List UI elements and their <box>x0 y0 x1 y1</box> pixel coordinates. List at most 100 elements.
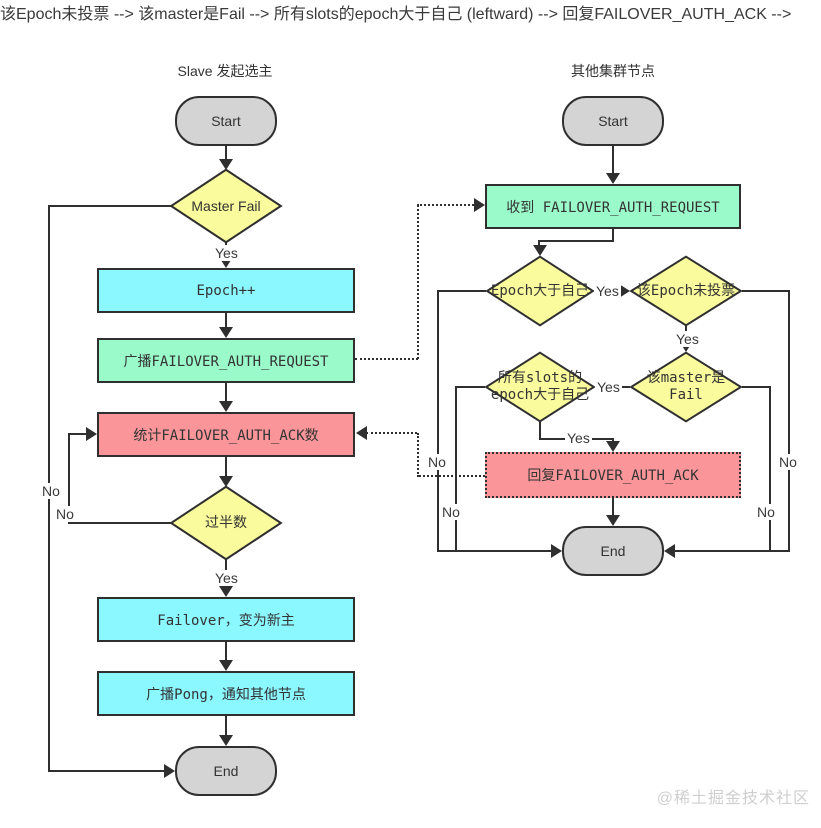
arrowhead-left-icon <box>664 544 675 558</box>
diamond-shape <box>486 256 594 326</box>
arrowhead-right-icon <box>86 427 97 441</box>
arrowhead-down-icon <box>219 660 233 671</box>
process-reply-ack: 回复FAILOVER_AUTH_ACK <box>485 452 741 498</box>
decision-majority-label: 过半数 <box>205 514 247 531</box>
diamond-shape <box>630 352 742 422</box>
watermark: @稀土掘金技术社区 <box>656 790 810 807</box>
decision-slots-epoch-label: 所有slots的 epoch大于自己 <box>485 352 595 422</box>
arrowhead-down-icon <box>219 476 233 487</box>
line-segment <box>225 642 227 662</box>
yes-label: Yes <box>565 430 592 446</box>
yes-label: Yes <box>674 331 701 347</box>
line-segment <box>538 240 614 242</box>
left-end-node: End <box>175 746 277 796</box>
line-segment <box>769 386 771 552</box>
diamond-shape <box>170 486 282 560</box>
dotted-line-segment <box>355 358 418 360</box>
process-failover: Failover，变为新主 <box>97 597 355 642</box>
process-receive-request-label: 收到 FAILOVER_AUTH_REQUEST <box>506 199 720 216</box>
dotted-line-segment <box>419 475 485 477</box>
yes-label: Yes <box>594 283 621 299</box>
decision-slots-epoch: 所有slots的 epoch大于自己 <box>485 352 595 422</box>
left-column-title: Slave 发起选主 <box>177 63 273 79</box>
line-segment <box>68 433 70 524</box>
arrowhead-right-icon <box>619 284 630 298</box>
arrowhead-down-icon <box>219 159 233 170</box>
line-segment <box>225 146 227 162</box>
process-epoch-increment-label: Epoch++ <box>196 282 256 299</box>
arrowhead-down-icon <box>606 515 620 526</box>
dotted-line-segment <box>417 205 419 359</box>
decision-master-is-fail-line1: 该master是 <box>646 370 726 386</box>
process-broadcast-request-label: 广播FAILOVER_AUTH_REQUEST <box>123 353 329 370</box>
line-segment <box>455 386 457 552</box>
process-count-ack-label: 统计FAILOVER_AUTH_ACK数 <box>133 427 319 444</box>
arrowhead-left-icon <box>356 426 367 440</box>
decision-epoch-not-voted: 该Epoch未投票 <box>630 256 742 326</box>
line-segment <box>612 146 614 175</box>
line-segment <box>225 716 227 737</box>
line-segment <box>225 457 227 478</box>
line-segment <box>742 290 790 292</box>
dotted-line-segment <box>417 204 474 206</box>
process-broadcast-pong: 广播Pong，通知其他节点 <box>97 671 355 716</box>
line-segment <box>437 290 439 552</box>
decision-master-is-fail-label: 该master是 Fail <box>630 352 742 422</box>
process-broadcast-pong-label: 广播Pong，通知其他节点 <box>146 686 306 703</box>
diamond-shape <box>485 352 595 422</box>
line-segment <box>48 205 171 207</box>
right-start-label: Start <box>598 113 628 129</box>
decision-master-fail: Master Fail <box>170 169 282 243</box>
line-segment <box>788 290 790 552</box>
arrowhead-right-icon <box>164 764 175 778</box>
left-start-node: Start <box>175 96 277 146</box>
process-reply-ack-label: 回复FAILOVER_AUTH_ACK <box>527 468 699 484</box>
diamond-shape <box>630 256 742 326</box>
decision-slots-epoch-line2: epoch大于自己 <box>490 387 590 403</box>
no-label: No <box>40 483 62 499</box>
yes-label: Yes <box>213 245 240 261</box>
right-start-node: Start <box>562 96 664 146</box>
diamond-shape <box>170 169 282 243</box>
arrowhead-down-icon <box>606 173 620 184</box>
process-failover-label: Failover，变为新主 <box>157 612 295 629</box>
dotted-line-segment <box>417 433 419 477</box>
decision-epoch-greater: Epoch大于自己 <box>486 256 594 326</box>
arrowhead-down-icon <box>533 245 547 256</box>
arrowhead-down-icon <box>219 327 233 338</box>
no-label: No <box>426 454 448 470</box>
line-segment <box>68 433 88 435</box>
yes-label: Yes <box>595 379 622 395</box>
arrowhead-down-icon <box>219 735 233 746</box>
yes-label: Yes <box>213 570 240 586</box>
arrowhead-down-icon <box>606 441 620 452</box>
right-end-label: End <box>600 543 626 559</box>
line-segment <box>612 229 614 242</box>
line-segment <box>225 313 227 329</box>
arrowhead-down-icon <box>219 586 233 597</box>
decision-epoch-greater-label: Epoch大于自己 <box>490 282 590 299</box>
line-segment <box>437 550 552 552</box>
line-segment <box>675 550 790 552</box>
arrowhead-right-icon <box>474 198 485 212</box>
line-segment <box>68 522 171 524</box>
no-label: No <box>755 504 777 520</box>
decision-slots-epoch-line1: 所有slots的 <box>497 370 583 386</box>
arrowhead-down-icon <box>219 257 233 268</box>
process-broadcast-request: 广播FAILOVER_AUTH_REQUEST <box>97 338 355 383</box>
no-label: No <box>440 504 462 520</box>
process-receive-request: 收到 FAILOVER_AUTH_REQUEST <box>485 184 741 229</box>
left-end-label: End <box>213 763 239 779</box>
line-segment <box>539 422 541 440</box>
decision-master-fail-label: Master Fail <box>191 197 261 214</box>
line-segment <box>437 290 486 292</box>
line-segment <box>742 386 771 388</box>
arrowhead-right-icon <box>551 544 562 558</box>
process-epoch-increment: Epoch++ <box>97 268 355 313</box>
no-label: No <box>777 454 799 470</box>
decision-master-is-fail: 该master是 Fail <box>630 352 742 422</box>
line-segment <box>48 770 166 772</box>
process-count-ack: 统计FAILOVER_AUTH_ACK数 <box>97 412 355 457</box>
line-segment <box>225 383 227 403</box>
